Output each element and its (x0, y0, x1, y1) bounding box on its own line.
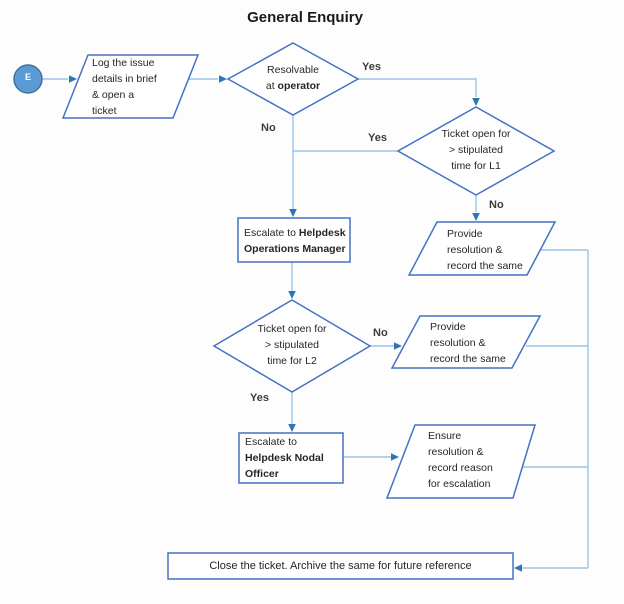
escalate-ops-text-bold: Helpdesk Operations Manager (244, 227, 346, 255)
edge-label-l2-no: No (373, 327, 388, 339)
log-ticket-parallelogram (61, 54, 200, 119)
arrowhead-icon (391, 453, 399, 461)
arrowhead-icon (514, 564, 522, 572)
resolvable-decision-diamond (226, 42, 360, 116)
arrowhead-icon (288, 291, 296, 299)
escalate-ops-text: Escalate to Helpdesk Operations Manager (244, 226, 348, 258)
arrowhead-icon (289, 209, 297, 217)
edge-label-l2-yes: Yes (250, 392, 269, 404)
log-ticket-text: Log the issue details in brief & open a … (92, 57, 157, 117)
arrowhead-icon (394, 342, 402, 350)
edge-label-resolvable-yes: Yes (362, 61, 381, 73)
close-ticket-text: Close the ticket. Archive the same for f… (209, 560, 472, 572)
arrowhead-icon (69, 75, 77, 83)
edge-label-l1-yes: Yes (368, 132, 387, 144)
connectors (42, 75, 589, 572)
start-terminator-circle (13, 64, 43, 94)
provide-resolution-2-parallelogram (390, 315, 542, 369)
escalate-nodal-process-box (238, 432, 344, 484)
l1-decision-text: Ticket open for > stipulated time for L1 (441, 128, 511, 172)
resolvable-text-normal: Resolvable at (265, 64, 319, 92)
start-node-label: E (24, 72, 31, 82)
ensure-resolution-text: Ensure resolution & record reason for es… (428, 430, 493, 490)
l2-decision-diamond (212, 299, 372, 393)
edge-label-l1-no: No (489, 199, 504, 211)
escalate-nodal-text-bold: Helpdesk Nodal Officer (245, 451, 324, 480)
escalate-ops-text-normal: Escalate to (244, 227, 299, 239)
resolvable-text-bold: operator (277, 79, 321, 92)
edge-label-resolvable-no: No (261, 122, 276, 134)
escalate-ops-process-box (237, 217, 351, 263)
page-title: General Enquiry (247, 9, 363, 26)
provide-resolution-1-text: Provide resolution & record the same (447, 228, 523, 272)
ensure-resolution-parallelogram (385, 424, 537, 499)
close-ticket-process-box (167, 552, 514, 580)
arrowhead-icon (288, 424, 296, 432)
arrowhead-icon (472, 213, 480, 221)
provide-resolution-2-text: Provide resolution & record the same (430, 321, 506, 365)
arrowhead-icon (472, 98, 480, 106)
resolvable-text: Resolvable at operator (253, 63, 333, 95)
shapes (13, 42, 557, 580)
escalate-nodal-text-normal: Escalate to (245, 436, 297, 448)
arrowhead-icon (219, 75, 227, 83)
provide-resolution-1-parallelogram (407, 221, 557, 276)
l1-decision-diamond (396, 106, 556, 196)
escalate-nodal-text: Escalate to Helpdesk Nodal Officer (245, 435, 337, 483)
edge-resolvable-yes (358, 78, 477, 97)
l2-decision-text: Ticket open for > stipulated time for L2 (257, 323, 327, 367)
